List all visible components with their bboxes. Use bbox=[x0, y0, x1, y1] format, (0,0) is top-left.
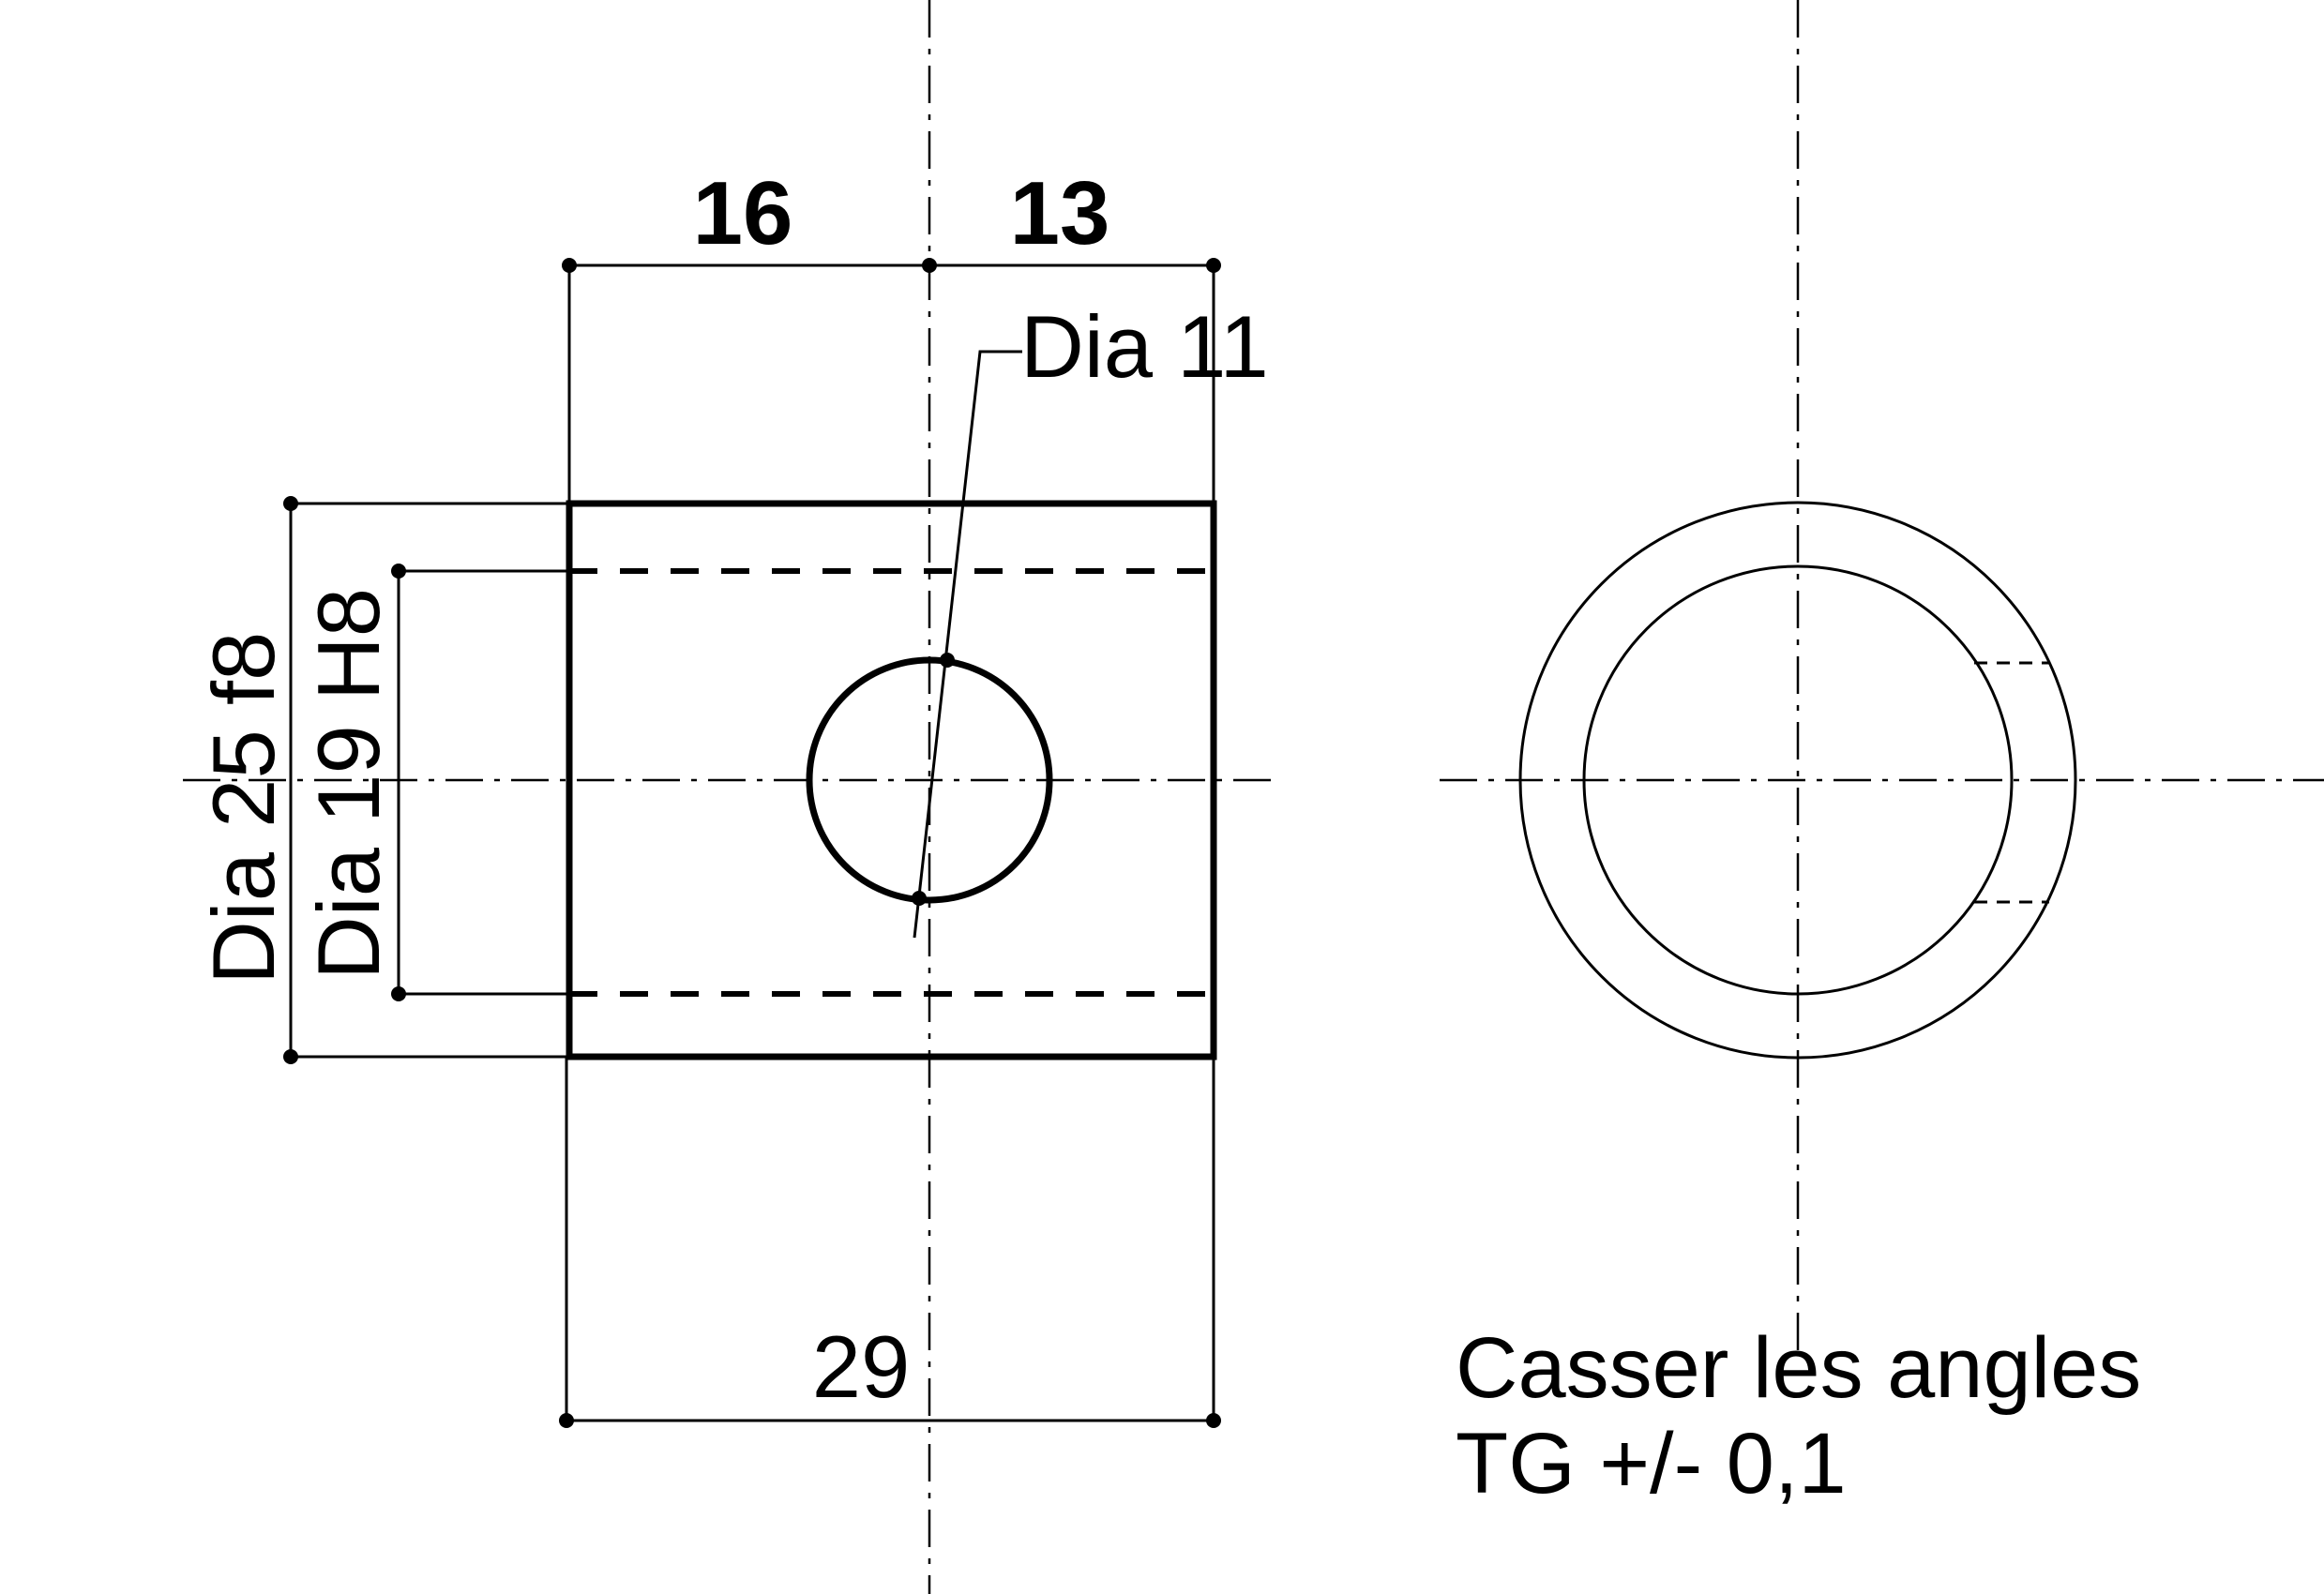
leader-dot bbox=[940, 653, 955, 668]
dimension-dot bbox=[391, 564, 406, 579]
note-break-edges: Casser les angles bbox=[1456, 1320, 2141, 1416]
notes: Casser les angles TG +/- 0,1 bbox=[1456, 1320, 2141, 1511]
dimension-dot bbox=[922, 258, 937, 273]
dimensions: 16 13 29 Dia 11 Dia 25 f8 Dia 19 H8 bbox=[194, 163, 1269, 1428]
dimension-dot bbox=[559, 1413, 574, 1428]
cross-hole-leader bbox=[913, 350, 1022, 939]
leader-dot bbox=[912, 891, 927, 906]
dimension-dot bbox=[1206, 258, 1221, 273]
dimension-dia-19-h8: Dia 19 H8 bbox=[299, 588, 398, 980]
dimension-dot bbox=[562, 258, 577, 273]
dimension-dia-25-f8: Dia 25 f8 bbox=[194, 632, 293, 985]
dimension-29: 29 bbox=[812, 1317, 911, 1416]
dimension-16: 16 bbox=[693, 163, 793, 263]
dimension-13: 13 bbox=[1010, 163, 1110, 263]
dimension-dot bbox=[1206, 1413, 1221, 1428]
part-outline bbox=[566, 500, 1217, 1060]
bore-circle bbox=[1582, 564, 2014, 996]
dimension-dia-11: Dia 11 bbox=[1020, 297, 1269, 396]
cross-hole-circle bbox=[806, 656, 1053, 904]
dimension-dot bbox=[391, 986, 406, 1001]
front-view bbox=[183, 0, 1271, 1594]
dimension-dot bbox=[283, 496, 298, 511]
note-general-tolerance: TG +/- 0,1 bbox=[1456, 1416, 1847, 1511]
outer-diameter-circle bbox=[1518, 501, 2077, 1060]
end-view bbox=[1440, 0, 2324, 1350]
dimension-dot bbox=[283, 1049, 298, 1064]
